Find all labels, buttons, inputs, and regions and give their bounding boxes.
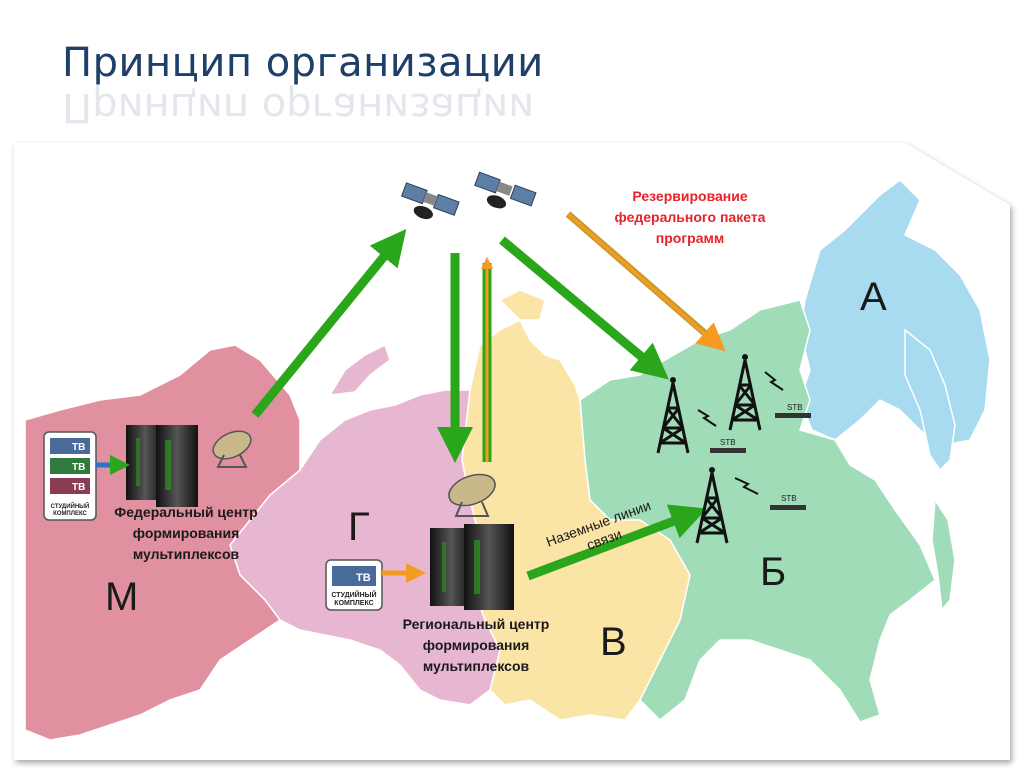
- stb-receiver-icon: STB: [770, 494, 806, 510]
- backup-label-line1: Резервирование: [632, 188, 747, 204]
- studio-label-line1: СТУДИЙНЫЙ: [51, 502, 90, 510]
- regional-center-label-line2: формирования: [423, 637, 530, 653]
- studio-tv-label: ТВ: [356, 572, 371, 584]
- stb-label: STB: [787, 403, 803, 412]
- studio-label-line2: КОМПЛЕКС: [334, 600, 373, 607]
- satellite-dish-icon: [448, 473, 496, 517]
- backup-label-line2: федерального пакета: [615, 209, 766, 225]
- transmitter-tower-icon: [695, 467, 729, 544]
- satellite-icon: [400, 182, 460, 220]
- transmitter-tower-icon: [656, 377, 690, 454]
- region-label-b: Б: [760, 550, 786, 594]
- stb-receiver-icon: STB: [775, 403, 811, 418]
- studio-complex-icon: ТВ ТВ ТВ СТУДИЙНЫЙ КОМПЛЕКС: [43, 431, 97, 521]
- region-a-kamchatka: [904, 328, 956, 472]
- federal-center-label-line2: формирования: [133, 525, 240, 541]
- regional-center-label-line1: Региональный центр: [403, 616, 550, 632]
- regional-center-label-line3: мультиплексов: [423, 658, 530, 674]
- uplink-arrow-federal: [251, 229, 407, 418]
- studio-tv-label: ТВ: [72, 462, 85, 473]
- stb-receiver-icon: STB: [710, 438, 746, 453]
- ground-link-arrow: [526, 504, 707, 581]
- region-v-islands: [498, 289, 546, 321]
- region-g-novaya-zemlya: [328, 343, 391, 396]
- signal-bolt-icon: [697, 409, 717, 427]
- downlink-arrow-east: [499, 236, 669, 380]
- studio-tv-label: ТВ: [72, 482, 85, 493]
- backup-label-line3: программ: [656, 230, 724, 246]
- region-b-sakhalin: [931, 497, 956, 612]
- regional-server-icon: [430, 524, 514, 610]
- region-label-g: Г: [348, 505, 370, 549]
- backup-arrow-core: [567, 212, 713, 342]
- federal-center-label-line1: Федеральный центр: [114, 504, 257, 520]
- stb-label: STB: [720, 438, 736, 447]
- transmitter-tower-icon: [728, 354, 762, 431]
- region-label-v: В: [600, 620, 627, 664]
- slide-title: Принцип организации: [62, 40, 544, 86]
- signal-bolt-icon: [764, 371, 784, 391]
- federal-center-label-line3: мультиплексов: [133, 546, 240, 562]
- region-label-a: А: [860, 275, 887, 319]
- studio-complex-icon: ТВ СТУДИЙНЫЙ КОМПЛЕКС: [325, 559, 383, 611]
- studio-label-line1: СТУДИЙНЫЙ: [331, 590, 376, 599]
- region-label-m: М: [105, 575, 138, 619]
- stb-label: STB: [781, 494, 797, 503]
- satellite-icon: [474, 171, 537, 209]
- signal-bolt-icon: [734, 477, 759, 495]
- studio-tv-label: ТВ: [72, 442, 85, 453]
- satellite-dish-icon: [212, 430, 252, 468]
- federal-server-icon: [126, 425, 198, 507]
- studio-label-line2: КОМПЛЕКС: [53, 511, 87, 517]
